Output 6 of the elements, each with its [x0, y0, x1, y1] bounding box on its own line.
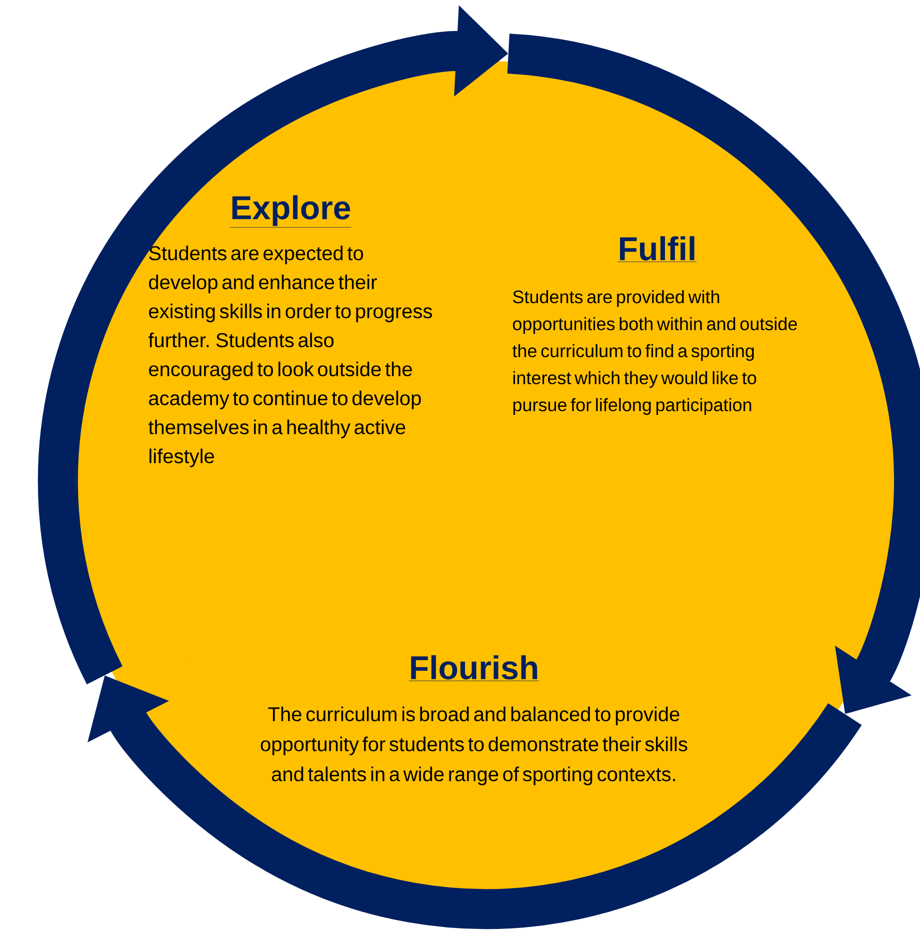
node-label: Students are provided with opportunities both within and outside the curriculum to find a sporting interest which they would like to pursue for lifelong participation — [512, 290, 797, 415]
node-label: Fulfil — [620, 236, 694, 260]
sector: Flourish The curriculum is broad and balanced to provide opportunity for students to demonstrate their skills and talents in a wide range of sporting contexts. — [122, 481, 850, 902]
node-label: Students are expected to develop and enhance their existing skills in order to progress further. Students also encouraged to look outside the academy to continue to develop themselves in a healthy active lifestyle — [148, 246, 432, 468]
node-label: The curriculum is broad and balanced to provide opportunity for students to demonstrate their skills and talents in a wide range of sporting contexts. — [260, 706, 688, 786]
node-label: Explore — [232, 195, 350, 226]
